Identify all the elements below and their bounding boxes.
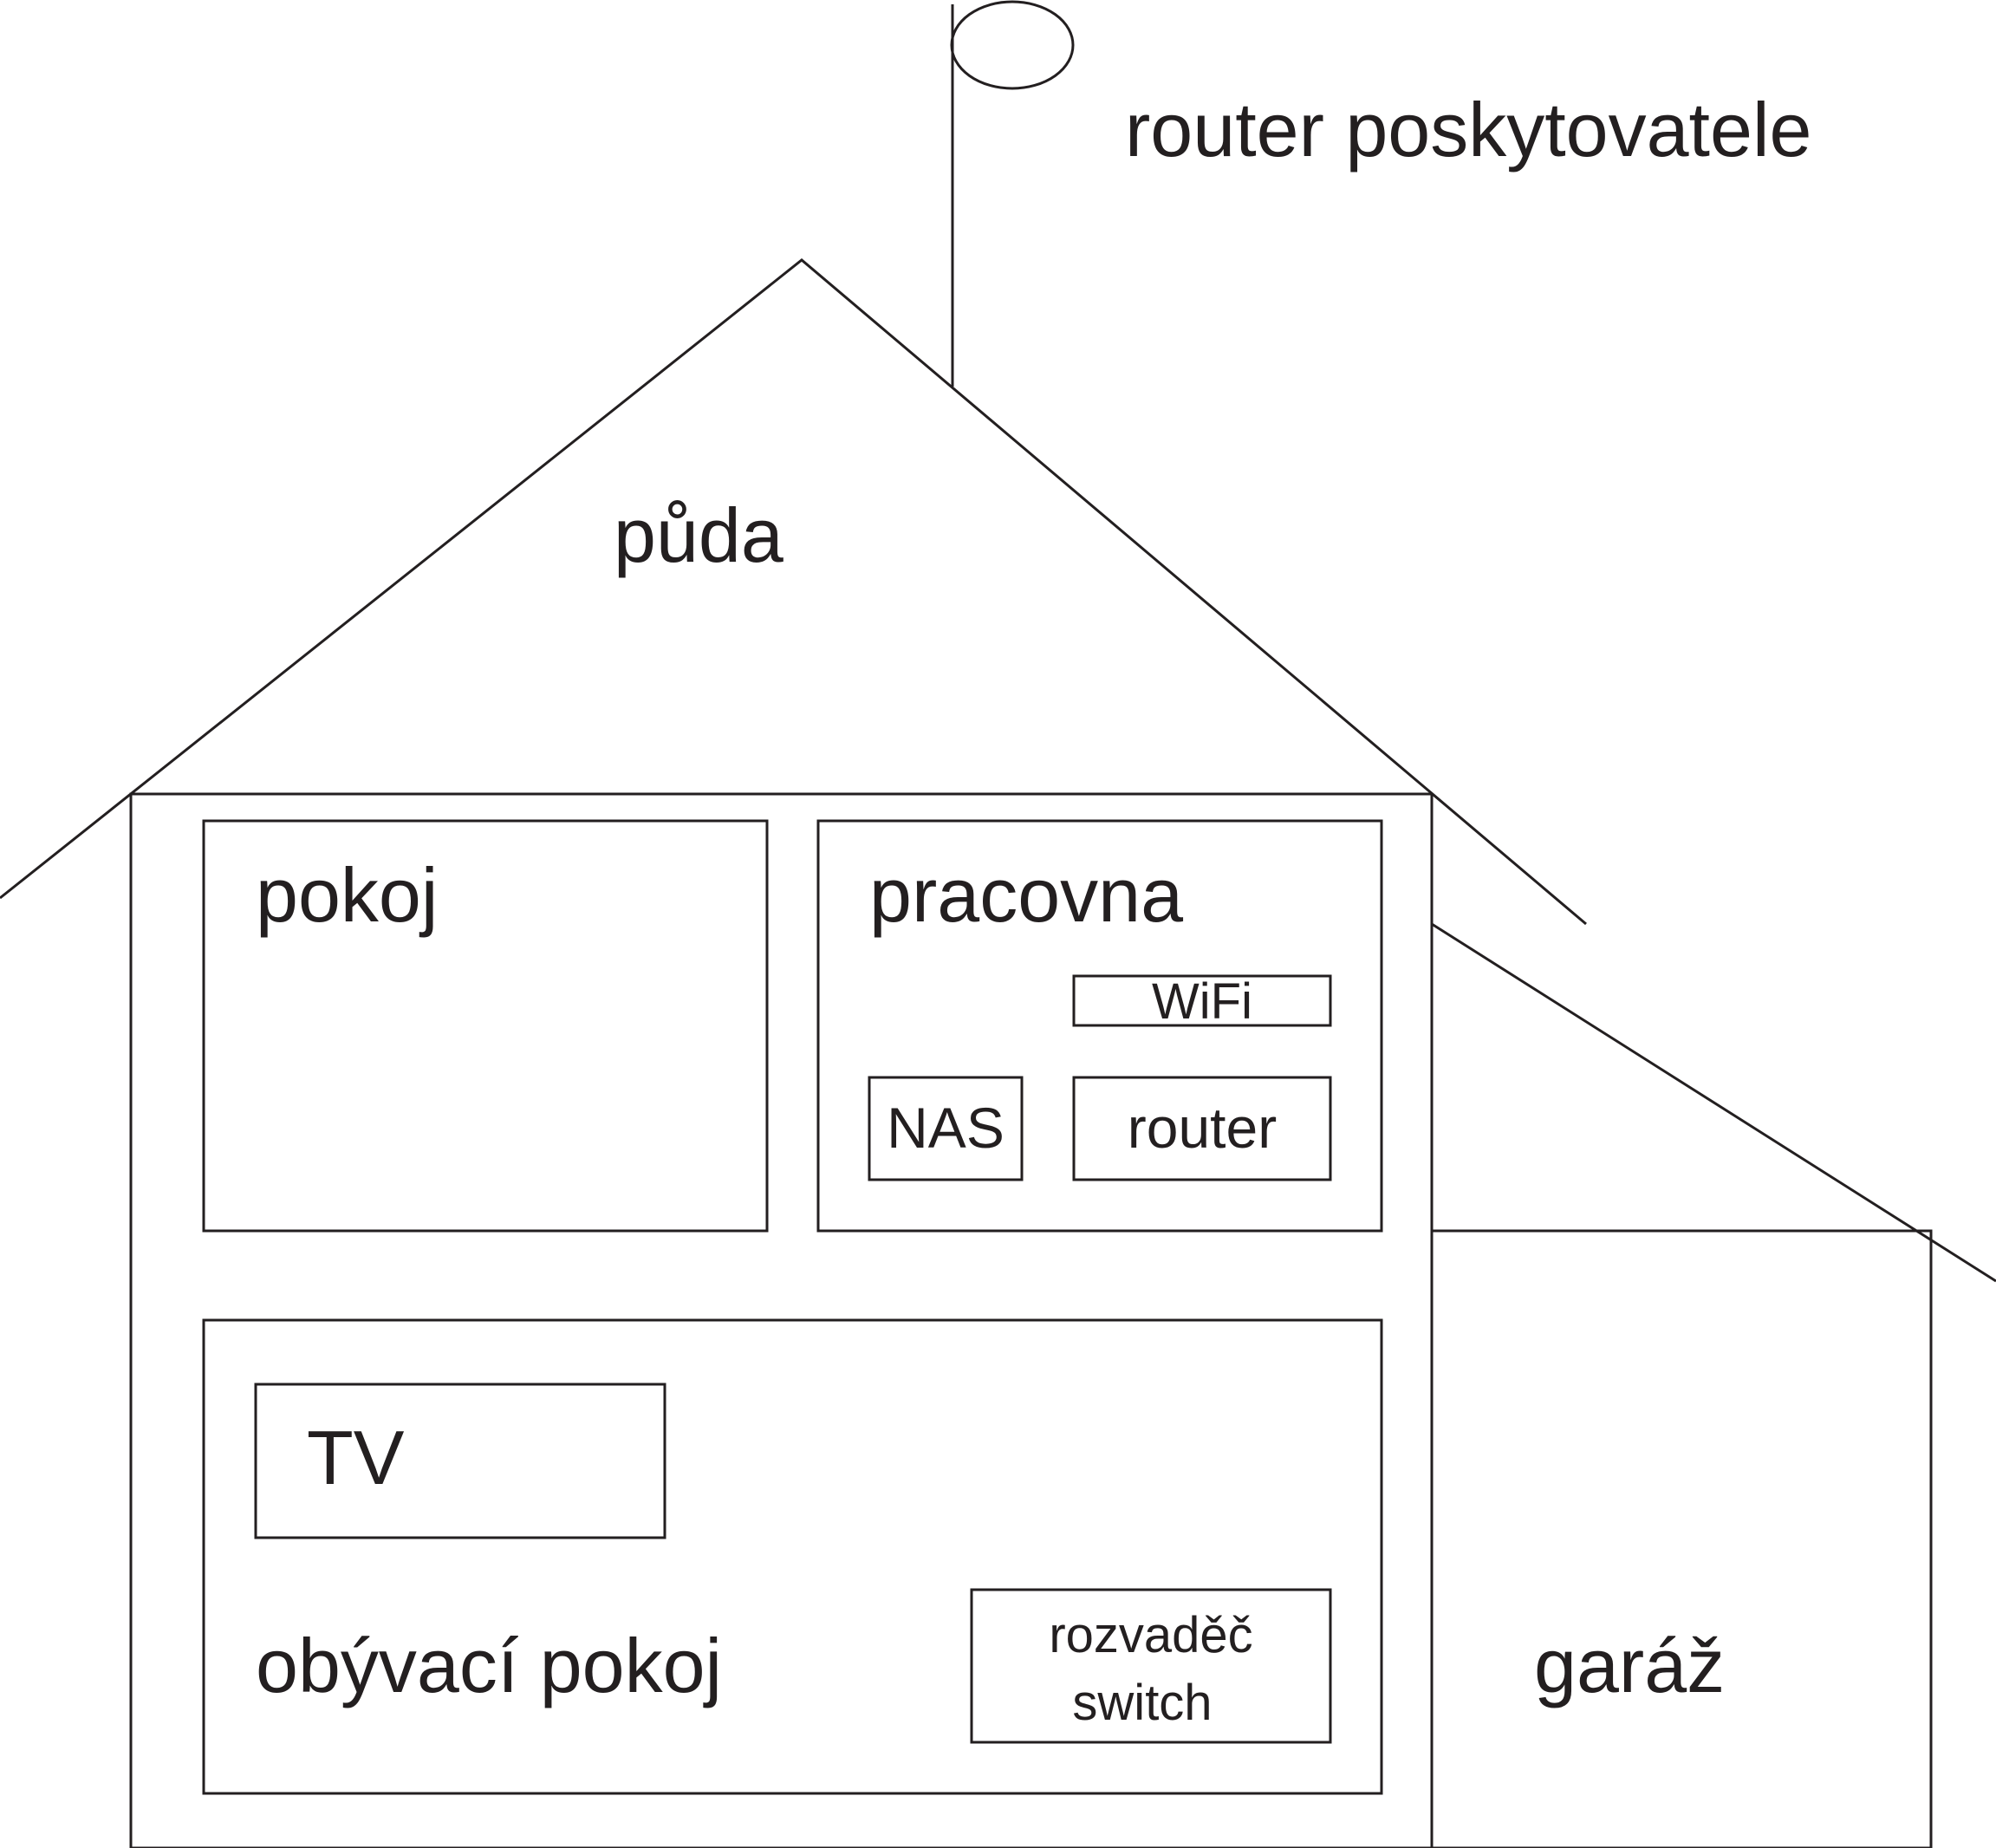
switchboard-box — [970, 1588, 1332, 1744]
antenna-icon — [950, 0, 1075, 387]
garage-box — [1430, 1229, 1933, 1848]
attic-label: půda — [614, 492, 783, 578]
tv-label: TV — [307, 1415, 405, 1500]
living-room-label: obývací pokoj — [256, 1623, 722, 1708]
switchboard-label-line2: switch — [1072, 1675, 1212, 1731]
garage-roof — [1431, 922, 1996, 1283]
main-roof — [0, 258, 1587, 926]
wifi-label: WiFi — [1152, 973, 1252, 1030]
router-label: router — [1128, 1096, 1277, 1160]
switchboard-label-line1: rozvaděč — [1049, 1607, 1252, 1663]
room-pracovna — [816, 819, 1383, 1233]
study-label: pracovna — [869, 852, 1183, 938]
room-obyvaci-pokoj — [202, 1318, 1383, 1795]
room-label: pokoj — [256, 852, 438, 938]
provider-router-label: router poskytovatele — [1125, 87, 1811, 172]
garage-label: garáž — [1534, 1623, 1725, 1708]
tv-box — [254, 1383, 666, 1539]
room-pokoj — [202, 819, 769, 1233]
wifi-box — [1072, 974, 1332, 1027]
nas-label: NAS — [887, 1096, 1005, 1160]
nas-box — [868, 1076, 1024, 1181]
router-box — [1072, 1076, 1332, 1181]
